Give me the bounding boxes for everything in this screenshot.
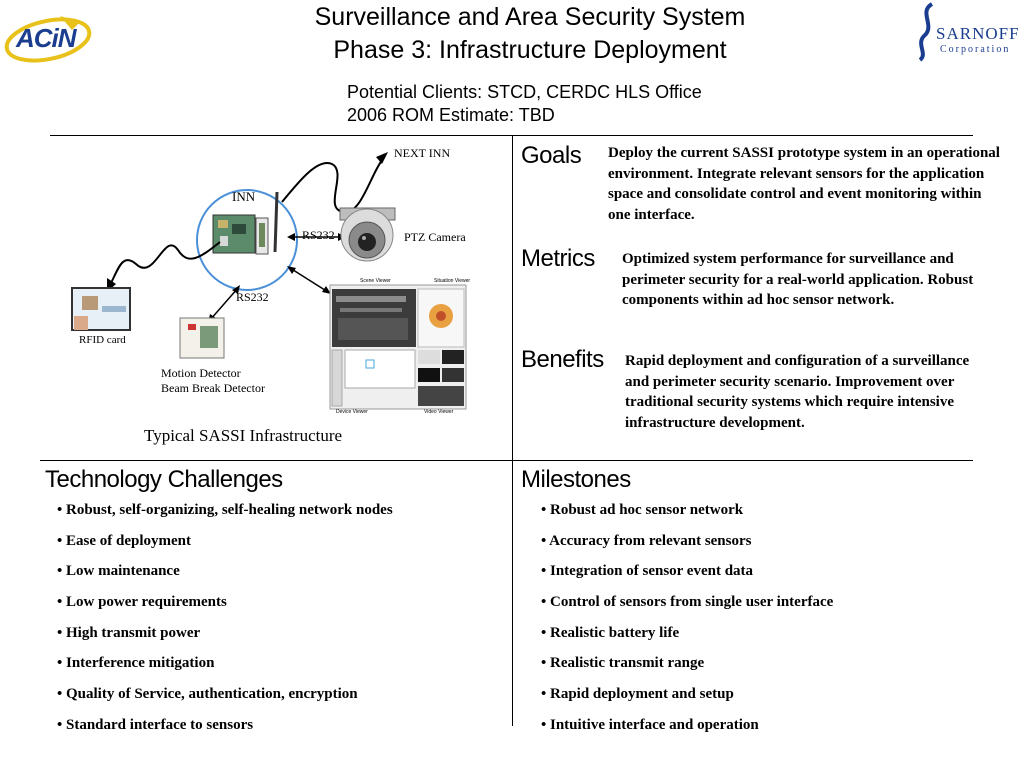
list-item: • Realistic transmit range [541,655,705,672]
motion-detector-label: Motion Detector [161,366,241,380]
benefits-heading: Benefits [521,346,604,373]
list-item: • Realistic battery life [541,624,680,641]
sassi-diagram: NEXT INN INN RS232 PTZ Camera RS232 RFID… [60,140,510,458]
milestones-heading: Milestones [521,466,631,493]
list-item: • Standard interface to sensors [57,716,254,733]
inn-label: INN [232,189,256,204]
list-item: • Integration of sensor event data [541,563,754,580]
situation-viewer-label: Situation Viewer [434,278,471,284]
center-divider [512,135,513,726]
list-item: • Ease of deployment [57,532,191,549]
sarnoff-logo-text: SARNOFF [936,24,1020,43]
list-item: • Robust, self-organizing, self-healing … [57,502,393,518]
title-line-1: Surveillance and Area Security System [314,3,746,31]
technology-challenges-heading: Technology Challenges [45,466,283,493]
metrics-text: Optimized system performance for surveil… [622,251,974,308]
goals-text: Deploy the current SASSI prototype syste… [608,145,1000,223]
list-item: • Interference mitigation [57,655,215,672]
video-viewer-label: Video Viewer [424,409,454,415]
list-item: • Low maintenance [57,563,180,580]
metrics-heading: Metrics [521,245,595,272]
acin-logo: ACiN [2,10,94,66]
rom-estimate: 2006 ROM Estimate: TBD [347,105,555,125]
top-divider [50,135,973,136]
rfid-card-label: RFID card [79,334,126,346]
list-item: • High transmit power [57,624,201,641]
list-item: • Low power requirements [57,594,227,611]
acin-logo-text: ACiN [16,23,77,53]
beam-break-label: Beam Break Detector [161,381,265,395]
benefits-text: Rapid deployment and configuration of a … [625,353,970,431]
diagram-caption: Typical SASSI Infrastructure [144,426,343,445]
goals-heading: Goals [521,142,582,169]
next-inn-label: NEXT INN [394,146,451,160]
middle-divider [40,460,973,461]
list-item: • Intuitive interface and operation [541,716,759,733]
milestones-list: • Robust ad hoc sensor network • Accurac… [541,500,991,746]
list-item: • Quality of Service, authentication, en… [57,686,358,703]
device-viewer-label: Device Viewer [336,409,368,415]
title-line-2: Phase 3: Infrastructure Deployment [333,36,727,64]
technology-challenges-list: • Robust, self-organizing, self-healing … [57,500,507,746]
potential-clients: Potential Clients: STCD, CERDC HLS Offic… [347,82,702,102]
rs232-camera-label: RS232 [302,228,335,242]
list-item: • Rapid deployment and setup [541,686,734,703]
list-item: • Robust ad hoc sensor network [541,502,744,518]
rs232-detector-label: RS232 [236,290,269,304]
scene-viewer-label: Scene Viewer [360,278,391,284]
ptz-camera-label: PTZ Camera [404,230,466,244]
sarnoff-logo: SARNOFF Corporation [914,2,1022,64]
list-item: • Control of sensors from single user in… [541,594,834,611]
list-item: • Accuracy from relevant sensors [541,532,752,549]
sarnoff-logo-sub: Corporation [940,44,1011,55]
